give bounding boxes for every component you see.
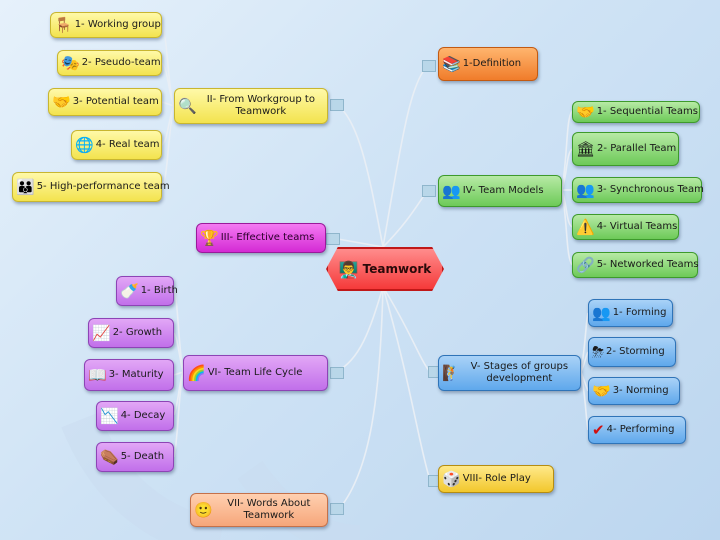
handshake-icon: 🤝 xyxy=(52,92,71,111)
leaf-sequential-teams[interactable]: 🤝 1- Sequential Teams xyxy=(572,101,700,123)
leaf-maturity[interactable]: 📖 3- Maturity xyxy=(84,359,174,391)
presenter-icon: 👨‍🏫 xyxy=(338,259,359,279)
books-icon: 📚 xyxy=(442,54,461,73)
board-game-icon: 🎲 xyxy=(442,469,461,488)
chart-down-icon: 📉 xyxy=(100,406,119,425)
branch-stages-development[interactable]: 🧗 V- Stages of groups development xyxy=(438,355,581,391)
leaf-networked-teams[interactable]: 🔗 5- Networked Teams xyxy=(572,252,699,278)
connector-tab xyxy=(330,99,344,111)
branch-effective-teams[interactable]: 🏆 III- Effective teams xyxy=(196,223,326,253)
leaf-pseudo-team[interactable]: 🎭 2- Pseudo-team xyxy=(57,50,162,76)
warning-icon: ⚠️ xyxy=(576,217,595,236)
connector-tab xyxy=(330,503,344,515)
globe-icon: 🌐 xyxy=(75,135,94,154)
branch-definition[interactable]: 📚 1-Definition xyxy=(438,47,538,81)
branch-workgroup-to-teamwork[interactable]: 🔍 II- From Workgroup to Teamwork xyxy=(174,88,328,124)
central-topic-label: Teamwork xyxy=(362,262,432,276)
rainbow-icon: 🌈 xyxy=(187,363,206,382)
leaf-performing[interactable]: ✔ 4- Performing xyxy=(588,416,686,444)
trophy-icon: 🏆 xyxy=(200,228,219,247)
branch-team-models[interactable]: 👥 IV- Team Models xyxy=(438,175,562,207)
group-icon: 👥 xyxy=(576,180,595,199)
handshake-icon: 🤝 xyxy=(576,102,595,121)
central-topic[interactable]: 👨‍🏫 Teamwork xyxy=(326,247,444,291)
leaf-parallel-team[interactable]: 🏛 2- Parallel Team xyxy=(572,132,679,166)
leaf-real-team[interactable]: 🌐 4- Real team xyxy=(71,130,162,160)
leaf-norming[interactable]: 🤝 3- Norming xyxy=(588,377,680,405)
faces-icon: 🎭 xyxy=(61,53,80,72)
storm-icon: ⛈ xyxy=(592,342,605,361)
team-icon: 👥 xyxy=(442,181,461,200)
branch-words-about-teamwork[interactable]: 🙂 VII- Words About Teamwork xyxy=(190,493,328,527)
network-icon: 🔗 xyxy=(576,255,595,274)
leaf-synchronous-team[interactable]: 👥 3- Synchronous Team xyxy=(572,177,704,203)
leaf-growth[interactable]: 📈 2- Growth xyxy=(88,318,174,348)
climber-icon: 🧗 xyxy=(442,363,461,382)
leaf-birth[interactable]: 🍼 1- Birth xyxy=(116,276,178,306)
leaf-decay[interactable]: 📉 4- Decay xyxy=(96,401,174,431)
desk-icon: 🪑 xyxy=(54,15,73,34)
leaf-virtual-teams[interactable]: ⚠️ 4- Virtual Teams xyxy=(572,214,679,240)
people-icon: 👥 xyxy=(592,303,611,322)
leaf-forming[interactable]: 👥 1- Forming xyxy=(588,299,673,327)
leaf-potential-team[interactable]: 🤝 3- Potential team xyxy=(48,88,162,116)
check-icon: ✔ xyxy=(592,420,605,439)
leaf-working-group[interactable]: 🪑 1- Working group xyxy=(50,12,162,38)
reader-icon: 📖 xyxy=(88,365,107,384)
chart-up-icon: 📈 xyxy=(92,323,111,342)
connector-tab xyxy=(326,233,340,245)
grave-icon: ⚰️ xyxy=(100,447,119,466)
connector-tab xyxy=(422,60,436,72)
connector-tab xyxy=(422,185,436,197)
branch-role-play[interactable]: 🎲 VIII- Role Play xyxy=(438,465,554,493)
leaf-high-performance-team[interactable]: 👪 5- High-performance team xyxy=(12,172,170,202)
handshake-icon: 🤝 xyxy=(592,381,611,400)
magnifier-icon: 🔍 xyxy=(178,96,197,115)
building-icon: 🏛 xyxy=(576,139,596,158)
bottle-icon: 🍼 xyxy=(120,281,139,300)
face-icon: 🙂 xyxy=(194,500,213,519)
leaf-death[interactable]: ⚰️ 5- Death xyxy=(96,442,174,472)
group-icon: 👪 xyxy=(16,177,35,196)
leaf-storming[interactable]: ⛈ 2- Storming xyxy=(588,337,676,367)
branch-team-life-cycle[interactable]: 🌈 VI- Team Life Cycle xyxy=(183,355,328,391)
connector-tab xyxy=(330,367,344,379)
